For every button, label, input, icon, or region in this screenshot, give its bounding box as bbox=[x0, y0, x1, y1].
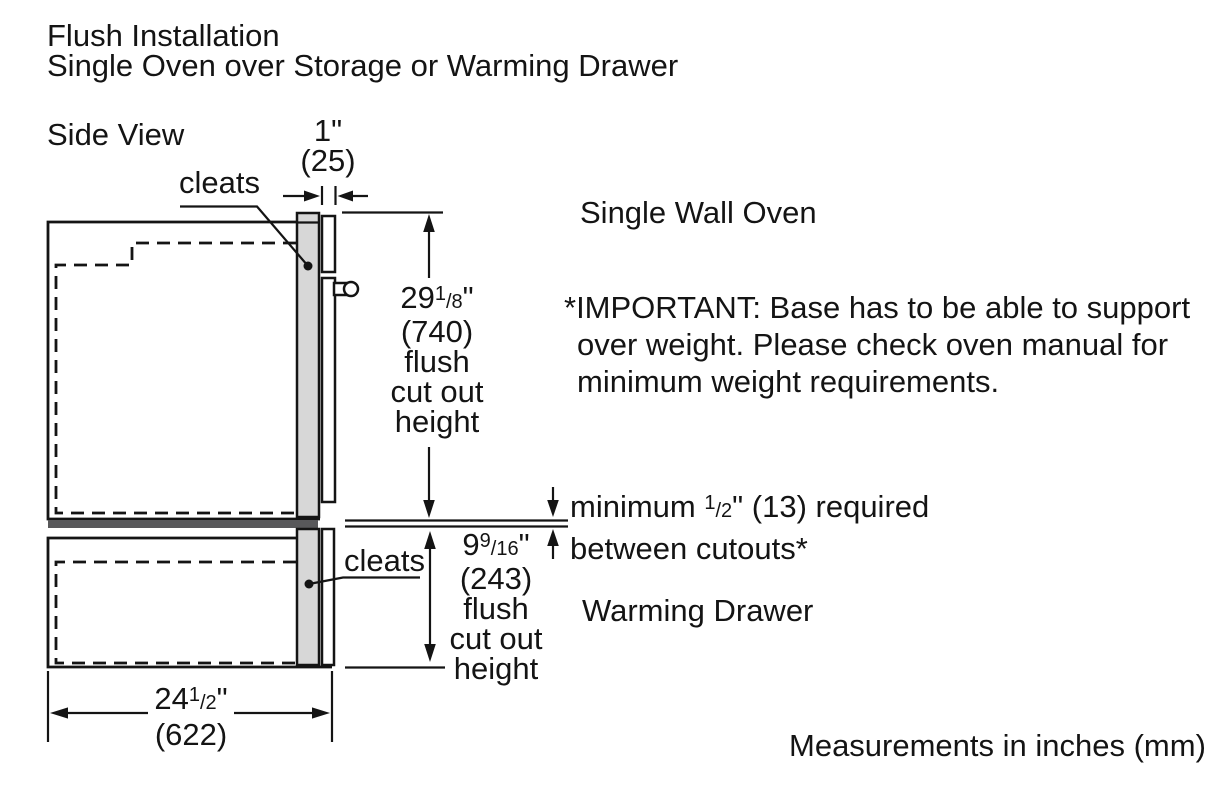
door-thickness-arrowhead-right bbox=[337, 190, 353, 202]
divider-shelf-bar bbox=[48, 520, 318, 528]
drawer-cleat-bar bbox=[295, 527, 321, 667]
important-note-line-2: over weight. Please check oven manual fo… bbox=[577, 327, 1169, 362]
door-thickness-mm: (25) bbox=[300, 143, 356, 178]
drawer-front-panel bbox=[320, 527, 336, 667]
gap-arrowhead-down bbox=[547, 500, 559, 517]
oven-cavity-dashed-outline bbox=[54, 241, 296, 515]
oven-control-panel bbox=[320, 214, 337, 274]
drawer-cutout-mm: (243) bbox=[459, 561, 533, 596]
drawer-cavity-dashed-outline bbox=[54, 560, 296, 665]
drawer-cutout-dimension: 99/16" (243) flush cut out height bbox=[440, 527, 552, 686]
cleats-top-leader-line bbox=[180, 205, 309, 267]
depth-arrowhead-left bbox=[50, 707, 68, 719]
drawer-cutout-caption-1: flush bbox=[463, 591, 529, 626]
cleats-label-bottom: cleats bbox=[344, 543, 425, 578]
single-wall-oven-label: Single Wall Oven bbox=[580, 195, 817, 230]
oven-cutout-mm: (740) bbox=[400, 314, 474, 349]
title-line-1: Flush Installation bbox=[47, 18, 280, 53]
oven-cleat-bar bbox=[295, 211, 321, 519]
oven-door-handle-knob bbox=[342, 280, 360, 298]
drawer-cabinet-outline bbox=[46, 536, 332, 669]
oven-cutout-arrowhead-up bbox=[423, 214, 435, 232]
page-title: Flush Installation Single Oven over Stor… bbox=[47, 18, 679, 83]
important-note-line-3: minimum weight requirements. bbox=[577, 364, 1000, 399]
drawer-cutout-caption-3: height bbox=[453, 651, 539, 686]
oven-cutout-caption-3: height bbox=[394, 404, 480, 439]
drawer-cutout-caption-2: cut out bbox=[449, 621, 543, 656]
drawer-cutout-arrowhead-up bbox=[424, 531, 436, 549]
door-thickness-arrowhead-left bbox=[304, 190, 320, 202]
title-line-2: Single Oven over Storage or Warming Draw… bbox=[47, 48, 679, 83]
cabinet-depth-dimension: 241/2" (622) bbox=[131, 683, 251, 751]
units-footnote: Measurements in inches (mm) bbox=[789, 728, 1206, 763]
gap-note-line-1: minimum 1/2" (13) required bbox=[570, 489, 930, 524]
important-note-line-1: *IMPORTANT: Base has to be able to suppo… bbox=[564, 290, 1191, 325]
drawer-cutout-arrowhead-down bbox=[424, 644, 436, 662]
cleats-bottom-leader-line bbox=[308, 576, 420, 586]
depth-arrowhead-right bbox=[312, 707, 330, 719]
oven-cutout-caption-1: flush bbox=[404, 344, 470, 379]
cleats-top-leader-dot bbox=[303, 261, 313, 271]
oven-cutout-arrowhead-down bbox=[423, 500, 435, 518]
cleats-label-top: cleats bbox=[179, 165, 260, 200]
oven-cutout-dimension: 291/8" (740) flush cut out height bbox=[377, 280, 497, 439]
view-label: Side View bbox=[47, 117, 185, 152]
warming-drawer-label: Warming Drawer bbox=[582, 593, 814, 628]
gap-note: minimum 1/2" (13) required between cutou… bbox=[570, 488, 929, 567]
oven-door-panel bbox=[320, 276, 337, 504]
important-note: *IMPORTANT: Base has to be able to suppo… bbox=[564, 289, 1190, 400]
oven-cutout-caption-2: cut out bbox=[390, 374, 484, 409]
oven-cabinet-outline bbox=[46, 220, 320, 521]
door-thickness-inches: 1" bbox=[313, 113, 343, 148]
door-thickness-dimension: 1" (25) bbox=[288, 113, 368, 178]
cabinet-depth-mm: (622) bbox=[154, 717, 228, 752]
gap-arrowhead-up bbox=[547, 529, 559, 546]
cleats-bottom-leader-dot bbox=[304, 579, 314, 589]
drawer-cutout-inches: 99/16" bbox=[462, 527, 530, 562]
oven-cutout-inches: 291/8" bbox=[400, 280, 474, 315]
cabinet-depth-inches: 241/2" bbox=[154, 681, 228, 716]
gap-note-line-2: between cutouts* bbox=[570, 531, 808, 566]
